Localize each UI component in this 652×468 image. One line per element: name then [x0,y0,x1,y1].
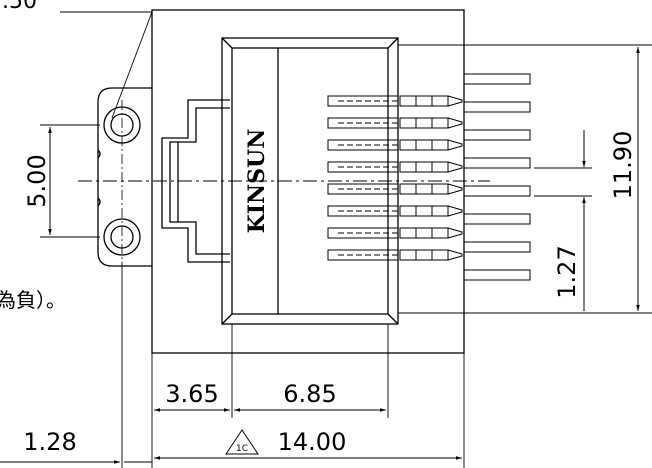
revision-marker-label: 1C [236,444,248,454]
external-lead [463,213,531,225]
external-lead [463,101,531,113]
dim-label-front-depth: 3.65 [165,380,218,408]
external-lead [463,241,531,253]
contact-pins [327,73,531,281]
external-lead [463,269,531,281]
dim-label-overall-height: 11.90 [609,131,637,200]
contact-pin [327,227,463,239]
contact-pin [327,139,463,151]
contact-pin [327,249,463,261]
external-lead [463,185,531,197]
dim-label-hole-pitch: 5.00 [23,154,51,207]
housing-step-profile [161,99,230,263]
dim-label-body-to-pins: 6.85 [283,380,336,408]
side-note: 為負）。 [0,288,66,312]
brand-label: KINSUN [244,129,270,234]
dim-label-top-partial: 1.50 [0,0,37,14]
external-lead [463,129,531,141]
mounting-flange [97,87,152,267]
external-lead [463,73,531,85]
contact-pin [327,205,463,217]
contact-pin [327,183,463,195]
revision-triangle [225,429,259,455]
dim-label-overall-length: 14.00 [278,428,347,456]
dim-label-pin-pitch: 1.27 [553,245,581,298]
housing-outline [151,9,465,354]
dim-label-flange: 1.28 [23,428,76,456]
external-lead [463,157,531,169]
contact-pin [327,95,463,107]
contact-pin [327,161,463,173]
contact-pin [327,117,463,129]
mounting-hole-bottom [103,218,141,256]
